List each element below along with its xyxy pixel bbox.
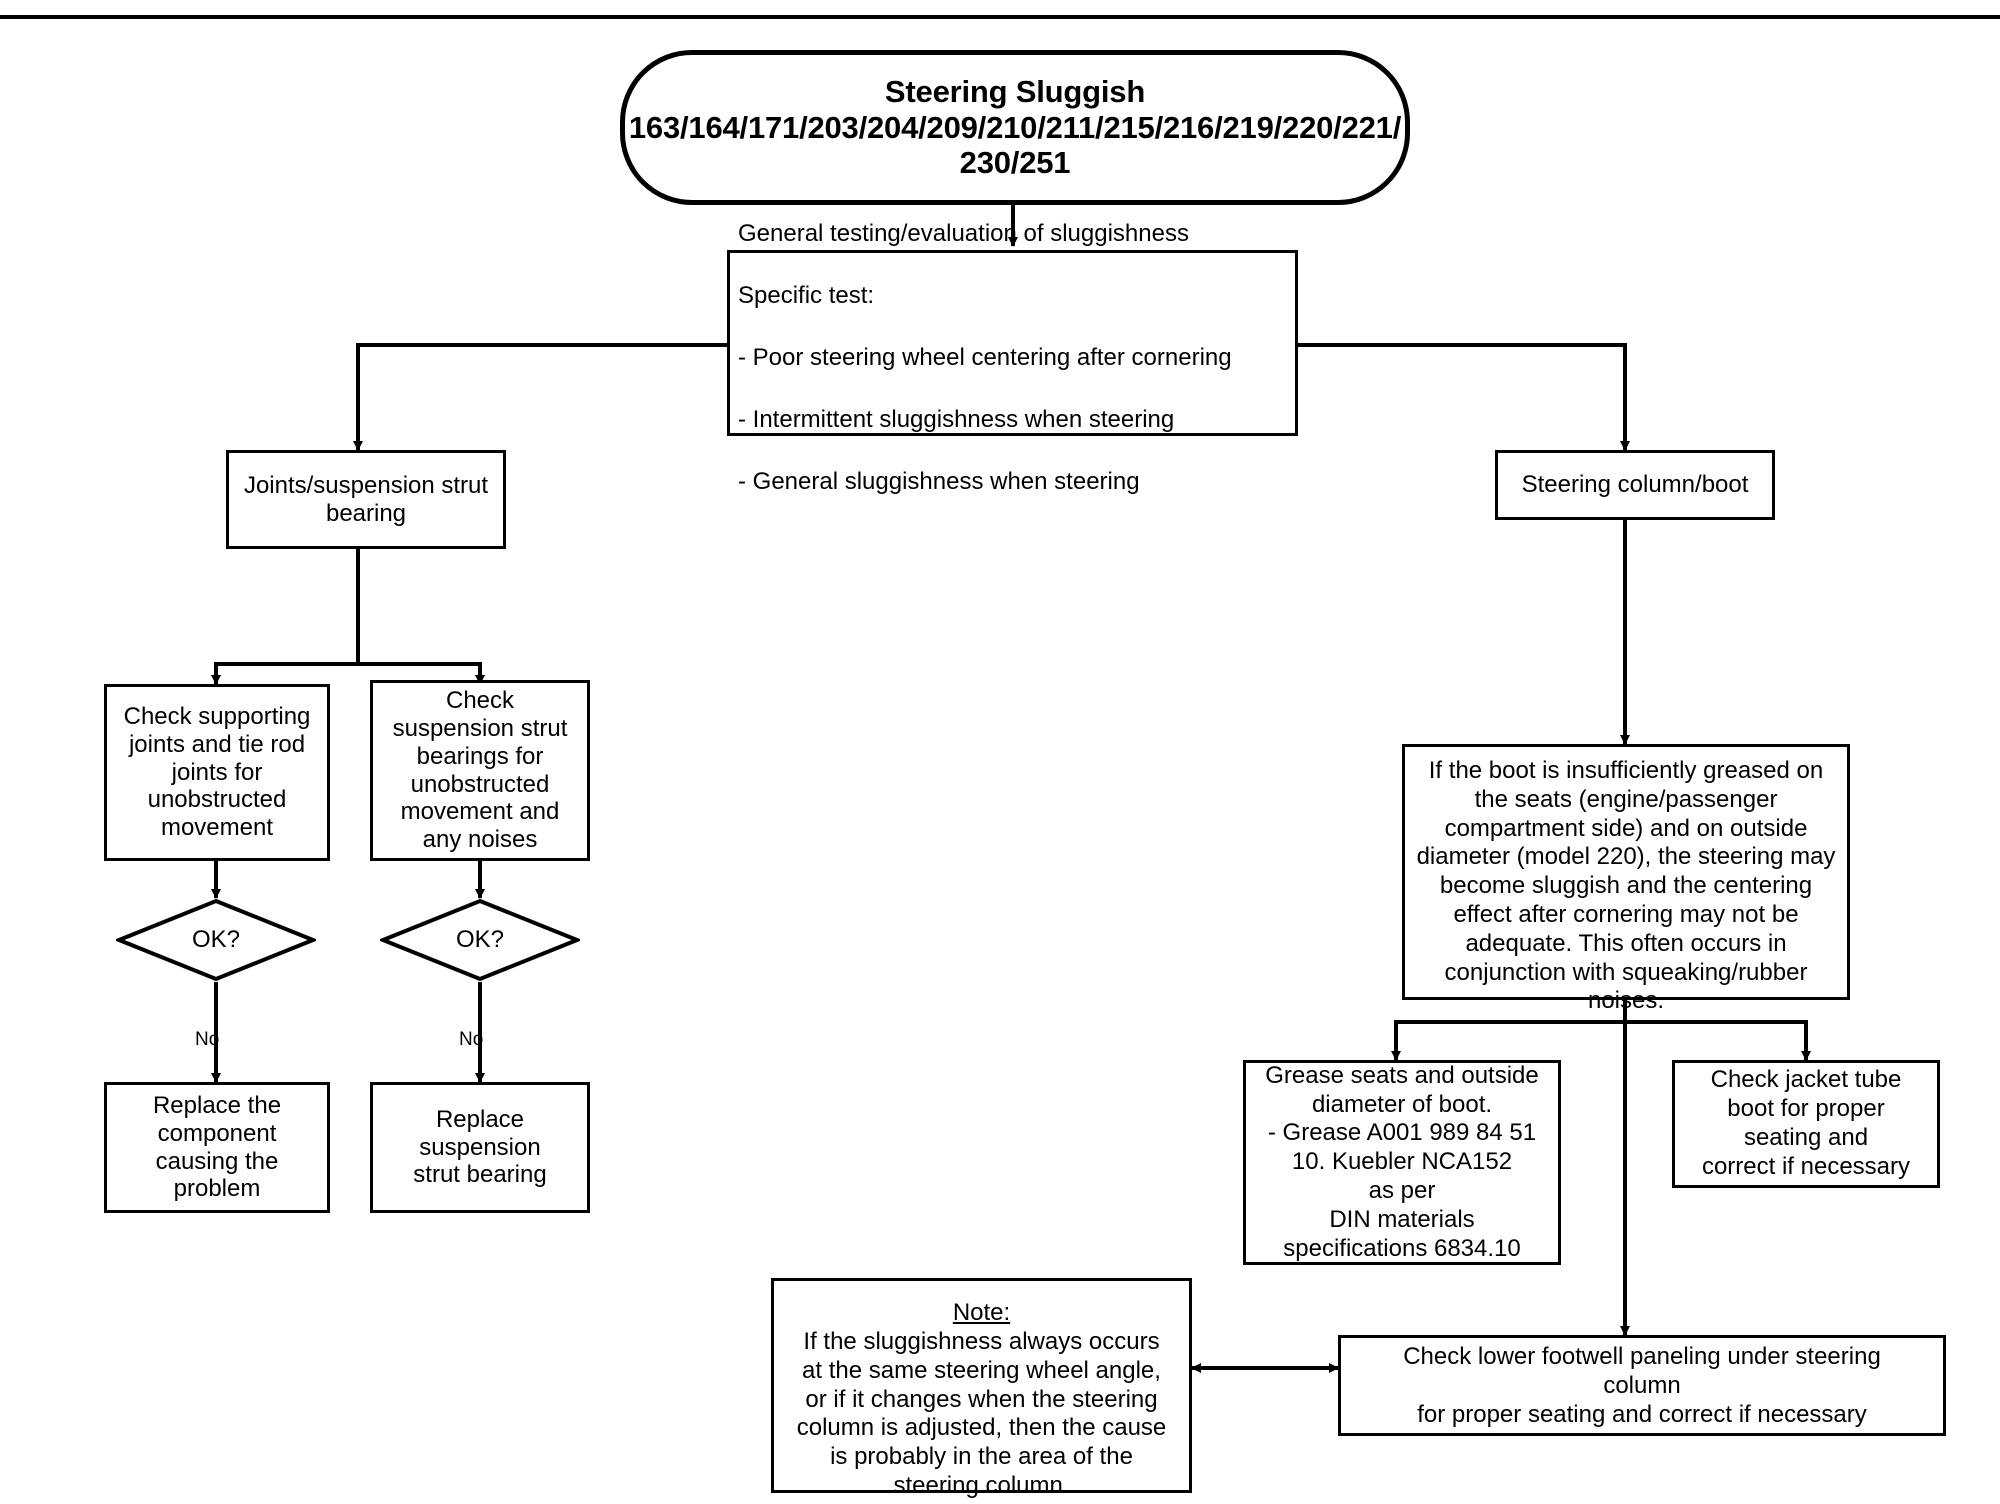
decision-ok-right-label: OK? bbox=[455, 926, 505, 953]
decision-ok-left: OK? bbox=[116, 898, 316, 982]
note-heading: Note: bbox=[952, 1299, 1011, 1327]
node-replace-strut-bearing: Replace suspension strut bearing bbox=[370, 1082, 590, 1213]
node-steering-column-boot: Steering column/boot bbox=[1495, 450, 1775, 520]
decision-ok-left-label: OK? bbox=[191, 926, 241, 953]
title-line2: 163/164/171/203/204/209/210/211/215/216/… bbox=[628, 109, 1402, 145]
general-testing-line1: General testing/evaluation of sluggishne… bbox=[738, 220, 1189, 248]
general-testing-bullet2: - Intermittent sluggishness when steerin… bbox=[738, 405, 1175, 433]
title-line3: 230/251 bbox=[959, 145, 1071, 181]
replace-strut-bearing-label: Replace suspension strut bearing bbox=[413, 1105, 547, 1189]
check-strut-bearings-label: Check suspension strut bearings for unob… bbox=[392, 687, 568, 854]
node-boot-grease-info: If the boot is insufficiently greased on… bbox=[1402, 744, 1850, 1014]
node-check-supporting-joints: Check supporting joints and tie rod join… bbox=[104, 684, 330, 861]
node-replace-component: Replace the component causing the proble… bbox=[104, 1082, 330, 1213]
replace-component-label: Replace the component causing the proble… bbox=[152, 1091, 282, 1203]
edge-label-no-right: No bbox=[459, 1029, 484, 1050]
node-check-footwell: Check lower footwell paneling under stee… bbox=[1338, 1335, 1946, 1436]
decision-ok-right: OK? bbox=[380, 898, 580, 982]
general-testing-bullet3: - General sluggishness when steering bbox=[738, 467, 1140, 495]
diamond-shape-right bbox=[380, 898, 580, 982]
boot-grease-info-label: If the boot is insufficiently greased on… bbox=[1416, 757, 1836, 1015]
node-note: Note:If the sluggishness always occurs a… bbox=[771, 1278, 1192, 1499]
diamond-shape-left bbox=[116, 898, 316, 982]
grease-seats-label: Grease seats and outside diameter of boo… bbox=[1265, 1061, 1539, 1262]
title-line1: Steering Sluggish bbox=[884, 73, 1146, 109]
check-supporting-joints-label: Check supporting joints and tie rod join… bbox=[123, 702, 311, 842]
node-check-jacket-tube: Check jacket tube boot for proper seatin… bbox=[1672, 1060, 1940, 1188]
steering-column-branch-label: Steering column/boot bbox=[1521, 471, 1749, 499]
page-top-rule bbox=[0, 15, 2000, 19]
node-general-testing: General testing/evaluation of sluggishne… bbox=[727, 220, 1298, 495]
node-joints-suspension-strut-bearing: Joints/suspension strut bearing bbox=[226, 450, 506, 549]
general-testing-line2: Specific test: bbox=[738, 282, 875, 310]
node-grease-seats: Grease seats and outside diameter of boo… bbox=[1243, 1060, 1561, 1265]
joints-branch-label: Joints/suspension strut bearing bbox=[243, 471, 489, 527]
check-footwell-label: Check lower footwell paneling under stee… bbox=[1403, 1342, 1881, 1429]
edge-label-no-left: No bbox=[195, 1029, 220, 1050]
check-jacket-tube-label: Check jacket tube boot for proper seatin… bbox=[1701, 1066, 1911, 1180]
note-body: If the sluggishness always occurs at the… bbox=[796, 1327, 1167, 1499]
general-testing-bullet1: - Poor steering wheel centering after co… bbox=[738, 344, 1232, 371]
node-check-strut-bearings: Check suspension strut bearings for unob… bbox=[370, 680, 590, 861]
